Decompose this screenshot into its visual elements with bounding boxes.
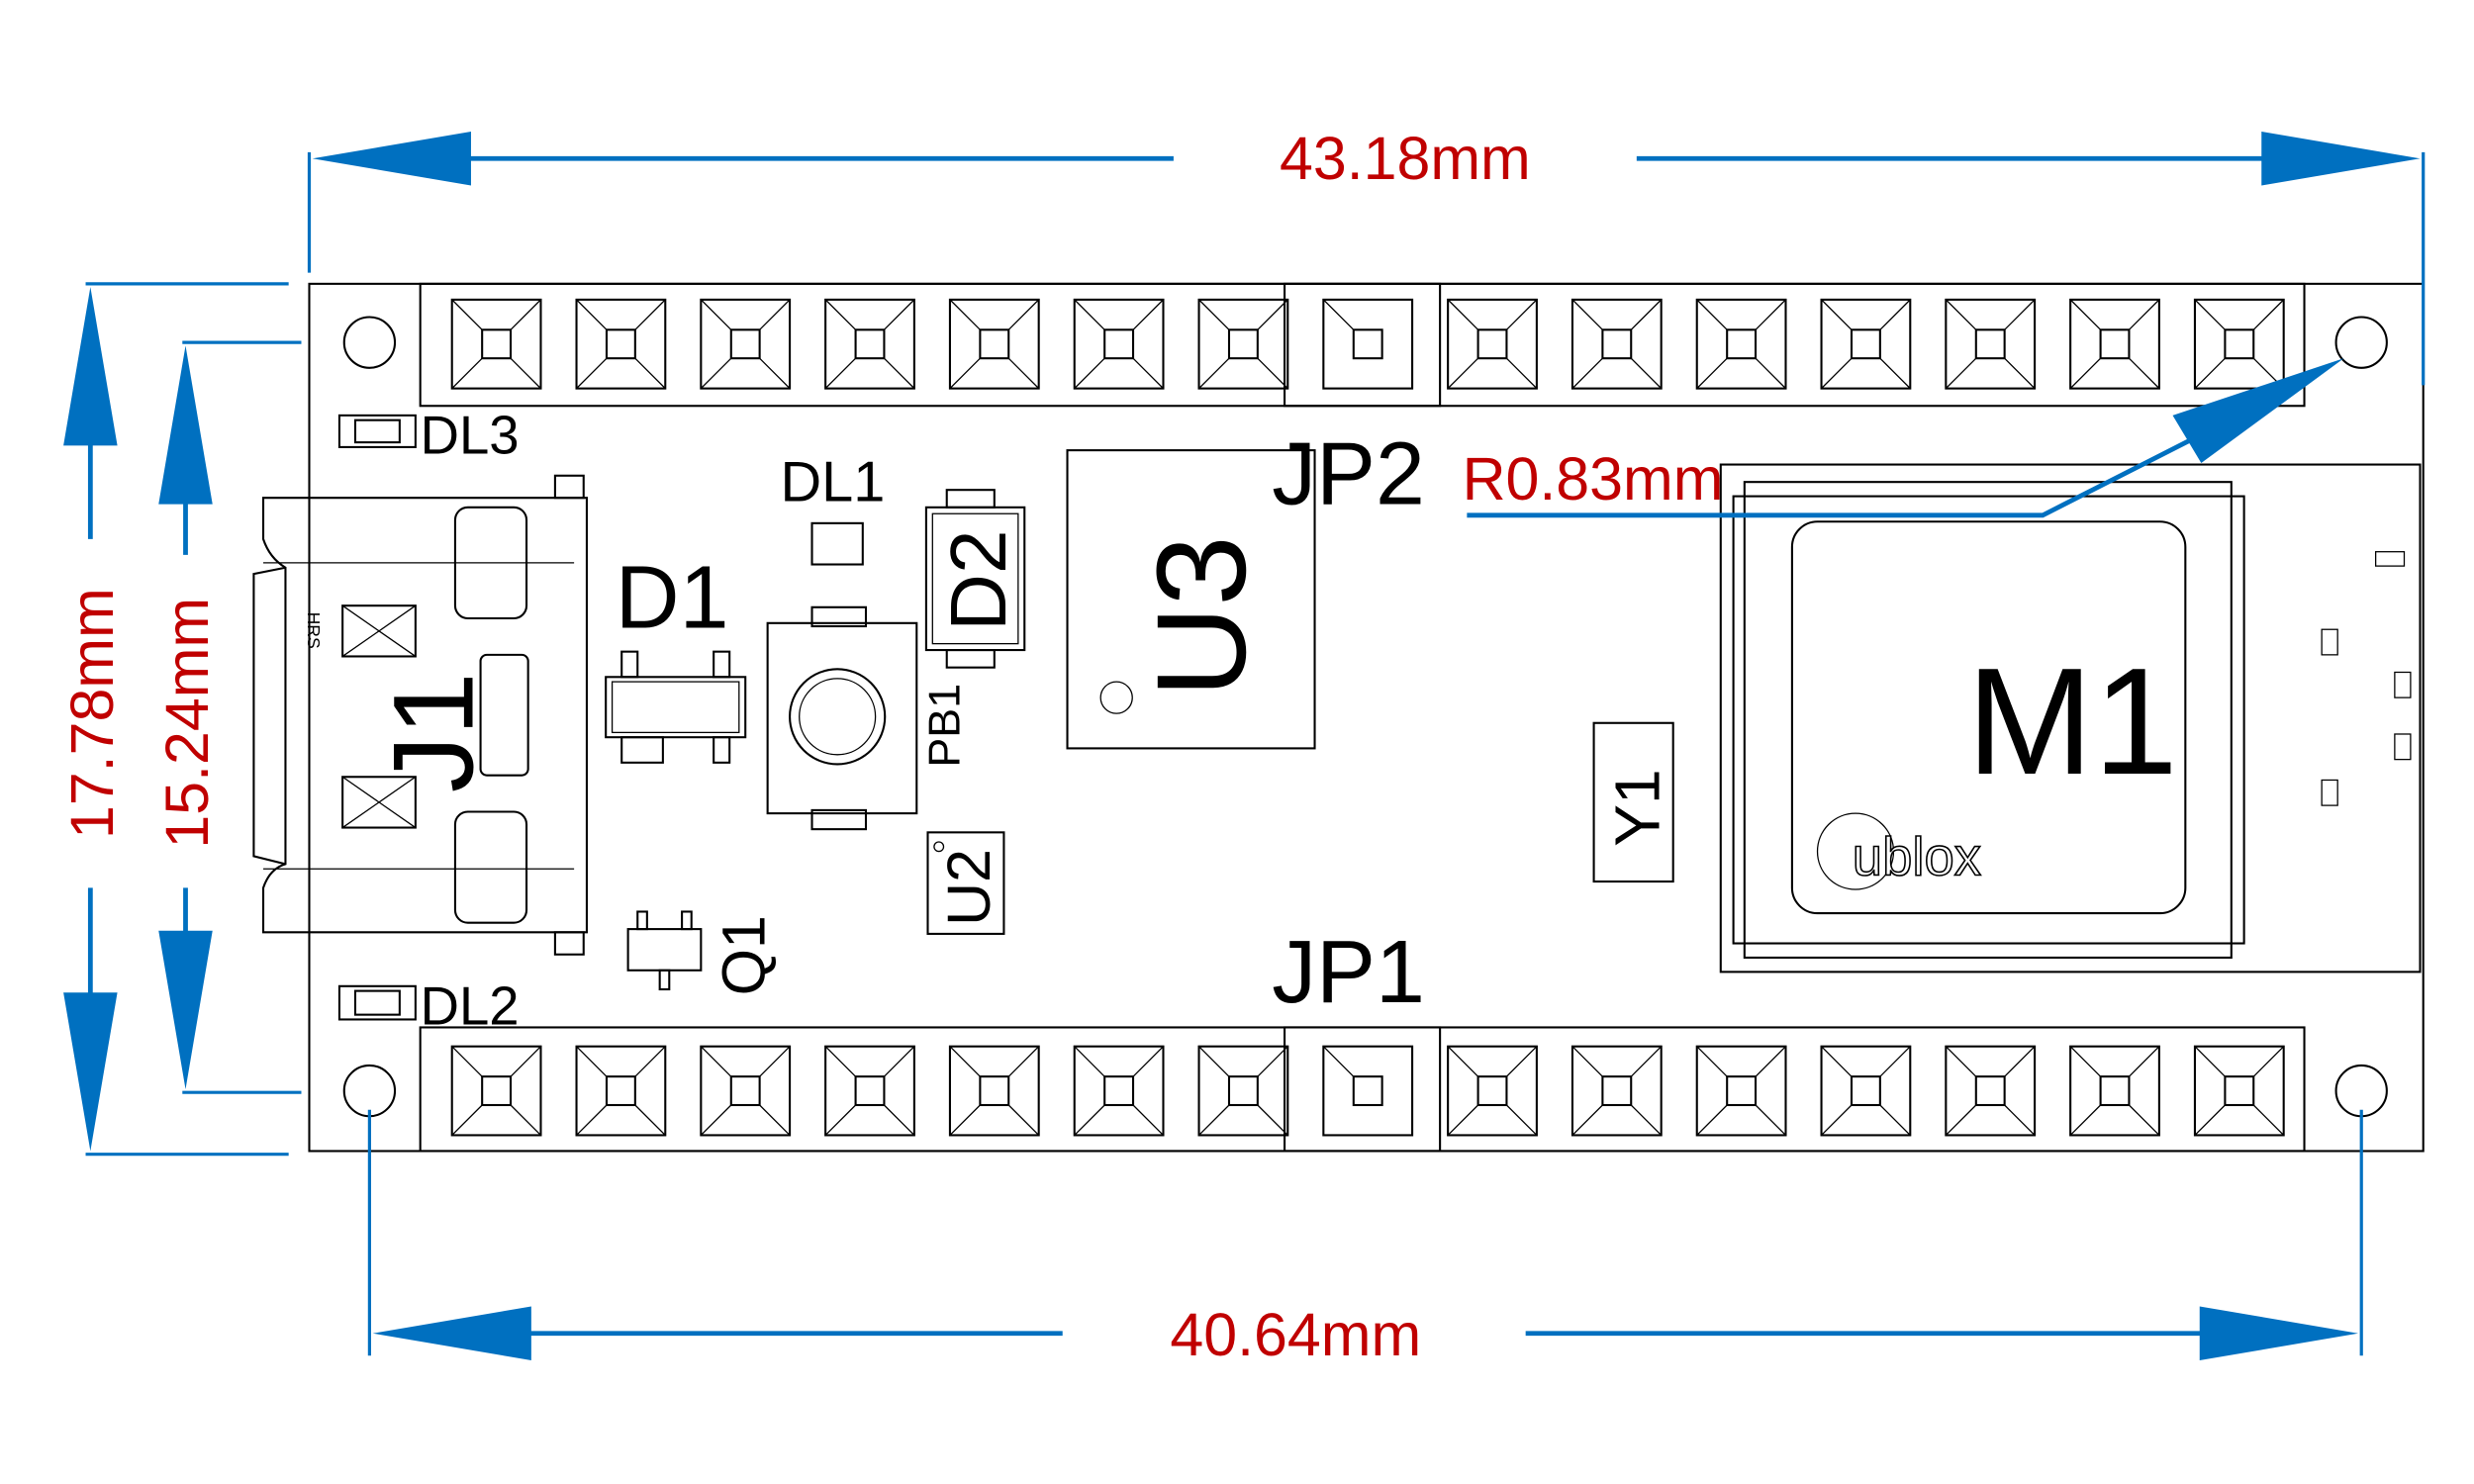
header-pin [700,1045,792,1137]
led-dl3 [337,414,417,448]
label-j1: J1 [371,672,498,792]
header-pin [1570,1045,1663,1137]
header-pin [2069,298,2160,390]
led-dl1 [810,521,864,566]
led-dl2 [337,984,417,1021]
header-pin [1073,1045,1165,1137]
label-d1: D1 [616,549,729,648]
header-pin [1820,1045,1912,1137]
dimension-height-holes: 15.24mm [153,340,302,1094]
svg-text:15.24mm: 15.24mm [153,598,221,849]
label-dl1: DL1 [780,450,885,513]
diode-d1 [605,650,747,764]
header-pin [2069,1045,2160,1137]
header-pin [700,298,792,390]
header-pin [2193,1045,2285,1137]
transistor-q1 [626,910,703,991]
header-pin [575,1045,667,1137]
header-pin [1695,1045,1787,1137]
pushbutton-pb1 [766,605,918,831]
ublox-logo: ublox [1853,827,1981,887]
header-pin [2193,298,2285,390]
dimension-hole-radius: R0.83mm [1463,358,2344,518]
header-pin [1820,298,1912,390]
svg-text:R0.83mm: R0.83mm [1463,445,1724,512]
header-pin [1570,298,1663,390]
svg-text:17.78mm: 17.78mm [58,588,126,839]
header-pin [1197,1045,1289,1137]
label-q1: Q1 [710,915,777,995]
svg-text:HRS: HRS [304,612,324,649]
mounting-hole [342,1064,397,1118]
crystal-y1 [1592,721,1674,883]
header-pin [948,298,1040,390]
svg-text:40.64mm: 40.64mm [1170,1301,1421,1368]
label-m1: M1 [1966,636,2178,806]
header-pin [450,1045,542,1137]
header-pin [1322,298,1414,390]
header-jp2 [419,282,2306,408]
header-pin [1073,298,1165,390]
module-m1: ublox [1719,463,2422,974]
header-pin [1322,1045,1414,1137]
header-pin [1447,1045,1538,1137]
ic-u3 [1066,449,1316,750]
label-y1: Y1 [1601,769,1672,846]
header-pin [824,1045,915,1137]
mounting-hole [342,316,397,369]
dimension-height-outer: 17.78mm [58,282,289,1157]
header-pin [1945,1045,2037,1137]
header-pin [824,298,915,390]
label-u2: U2 [935,849,1002,926]
dimension-width-outer: 43.18mm [307,125,2426,386]
label-jp1: JP1 [1272,923,1425,1022]
header-pin [450,298,542,390]
label-u3: U3 [1131,535,1273,697]
mounting-hole [2334,1064,2388,1118]
header-pin [948,1045,1040,1137]
mounting-hole [2334,316,2388,369]
usb-connector-j1: HRS [252,474,588,956]
header-jp1 [419,1026,2306,1153]
label-jp2: JP2 [1272,425,1425,524]
header-pin [575,298,667,390]
svg-text:43.18mm: 43.18mm [1280,125,1531,192]
header-pin [1945,298,2037,390]
header-pin [1197,298,1289,390]
dimension-width-holes: 40.64mm [367,1109,2363,1368]
header-pin [1695,298,1787,390]
diode-d2 [924,489,1026,669]
header-pin [1447,298,1538,390]
label-dl3: DL3 [421,405,520,465]
label-pb1: PB1 [919,684,970,768]
label-dl2: DL2 [421,975,520,1036]
label-d2: D2 [933,529,1022,630]
ic-u2 [926,831,1005,935]
